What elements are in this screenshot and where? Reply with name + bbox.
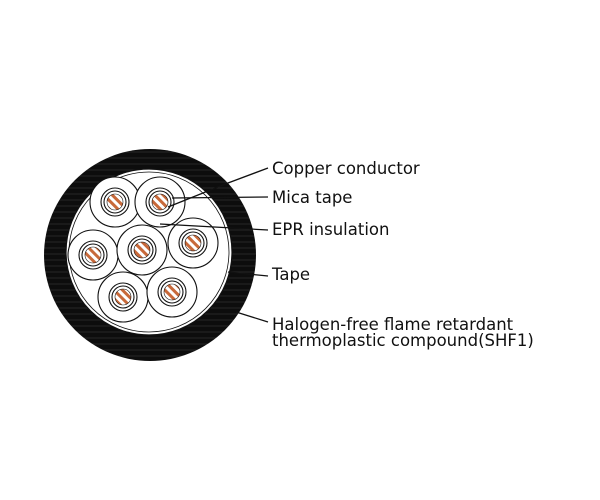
copper-conductor (184, 234, 202, 252)
copper-conductor (84, 246, 102, 264)
copper-conductor (151, 193, 169, 211)
core-3 (67, 229, 119, 281)
core-2 (134, 176, 186, 228)
core-1 (89, 176, 141, 228)
label-epr-insulation: EPR insulation (272, 220, 389, 239)
copper-conductor (133, 241, 151, 259)
copper-conductor (106, 193, 124, 211)
leader-tape (227, 271, 269, 277)
core-7 (146, 266, 198, 318)
leader-epr (159, 223, 269, 231)
label-sheath-line2: thermoplastic compound(SHF1) (272, 331, 534, 350)
label-mica-tape: Mica tape (272, 188, 352, 207)
core-5 (167, 217, 219, 269)
label-sheath-line1: Halogen-free flame retardant (272, 315, 514, 334)
label-copper-conductor: Copper conductor (272, 159, 420, 178)
copper-conductor (163, 283, 181, 301)
leader-mica (171, 196, 269, 199)
copper-conductor (114, 288, 132, 306)
core-6 (97, 271, 149, 323)
leader-copper (167, 167, 269, 208)
core-4 (116, 224, 168, 276)
cores (67, 176, 219, 323)
label-tape: Tape (271, 265, 310, 284)
leader-sheath (235, 311, 269, 323)
leader-lines (159, 167, 269, 323)
